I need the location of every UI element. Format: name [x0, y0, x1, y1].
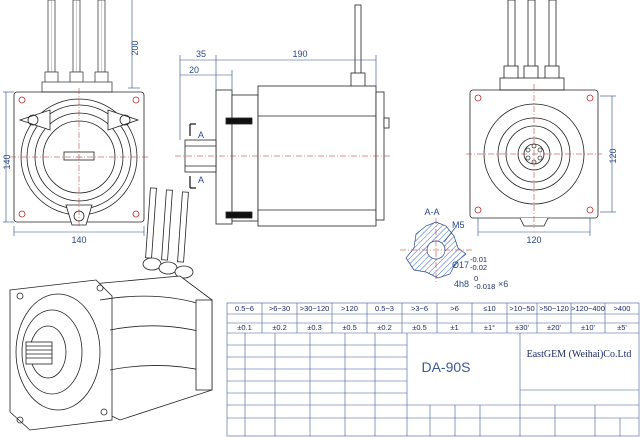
tolerance-table: 0.5~6 ±0.1 >6~30 ±0.2 >30~120 ±0.3 >120 ±0.5 0.5… [235, 304, 630, 332]
front-view-left: · · · · [10, 0, 148, 228]
front-view-right [466, 0, 602, 228]
dim-right-width: 120 [526, 235, 541, 245]
cables-left [41, 0, 113, 93]
dim-left-height: 140 [2, 154, 12, 169]
tolerance-value-cell: ±0.1 [237, 323, 252, 332]
isometric-view [9, 187, 213, 431]
tolerance-value-cell: ±20' [547, 323, 561, 332]
dim-left-width: 140 [71, 235, 86, 245]
mount-holes-left [18, 96, 140, 218]
tolerance-range-cell: >10~50 [509, 304, 534, 313]
tolerance-range-cell: >120 [341, 304, 358, 313]
tolerance-value-cell: ±0.5 [342, 323, 357, 332]
tolerance-range-cell: 0.5~6 [235, 304, 254, 313]
dim-thread: M5 [452, 220, 465, 230]
side-view [175, 4, 390, 227]
tolerance-range-cell: >400 [614, 304, 631, 313]
dims-left [3, 0, 145, 236]
cables-right [499, 0, 565, 91]
dim-side-190: 190 [292, 49, 307, 59]
title-block [226, 302, 640, 437]
tolerance-value-cell: ±1° [484, 323, 495, 332]
tolerance-range-cell: >3~6 [411, 304, 428, 313]
company-name: EastGEM (Weihai)Co.Ltd [527, 349, 632, 360]
tolerance-value-cell: ±0.2 [377, 323, 392, 332]
dims-right [477, 95, 616, 236]
tolerance-range-cell: >6 [450, 304, 459, 313]
dim-right-height: 120 [608, 148, 618, 163]
dim-shaft-tol-lower: -0.02 [470, 263, 487, 272]
section-title: A-A [424, 207, 439, 217]
tolerance-range-cell: 0.5~3 [375, 304, 394, 313]
model-name: DA-90S [421, 359, 470, 375]
dim-key-count: ×6 [498, 279, 508, 289]
tolerance-value-cell: ±0.5 [412, 323, 427, 332]
tolerance-range-cell: >50~120 [539, 304, 569, 313]
section-label-top: A [198, 130, 204, 140]
dim-side-20: 20 [189, 65, 199, 75]
tolerance-value-cell: ±1 [450, 323, 458, 332]
tolerance-value-cell: ±10' [581, 323, 595, 332]
tolerance-range-cell: >30~120 [300, 304, 330, 313]
section-label-bottom: A [198, 175, 204, 185]
section-view [400, 218, 472, 284]
dims-side [179, 55, 377, 140]
dim-shaft-dia: Ø17 [452, 260, 469, 270]
dim-side-35: 35 [196, 49, 206, 59]
tolerance-range-cell: >120~400 [571, 304, 605, 313]
tolerance-value-cell: ±30' [515, 323, 529, 332]
dim-shaft-tol-upper: -0.01 [470, 255, 487, 264]
section-marks [189, 123, 196, 189]
tolerance-range-cell: ≤10 [483, 304, 495, 313]
dim-key-tol-upper: 0 [474, 274, 478, 283]
dim-cable-length: 200 [130, 40, 140, 55]
tolerance-value-cell: ±5' [617, 323, 627, 332]
tolerance-value-cell: ±0.3 [307, 323, 322, 332]
cables-iso [142, 187, 194, 279]
dim-key-spec: 4h8 [454, 279, 469, 289]
tolerance-range-cell: >6~30 [269, 304, 290, 313]
dim-key-tol-lower: -0.018 [474, 282, 495, 291]
tolerance-value-cell: ±0.2 [272, 323, 287, 332]
